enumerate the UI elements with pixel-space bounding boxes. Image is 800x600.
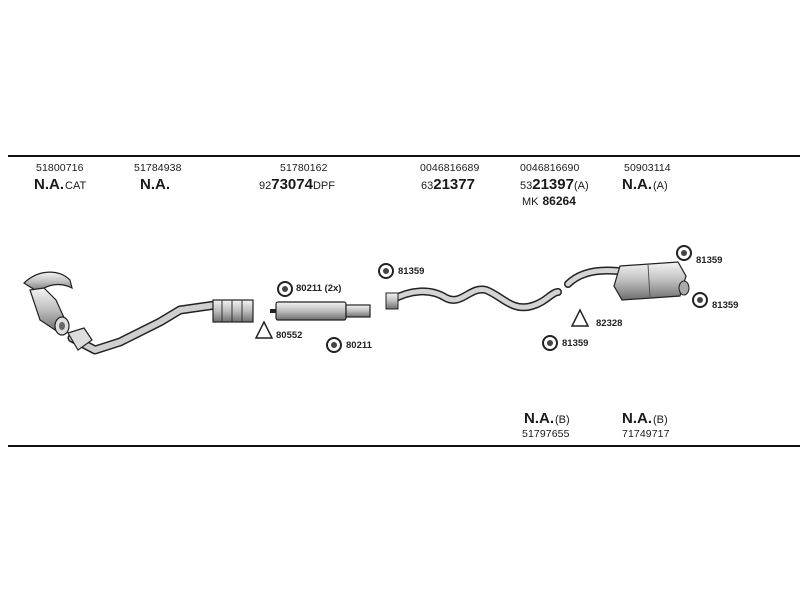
na-text: N.A. [140,176,170,193]
ref-80211: 80211 [346,340,372,351]
ref-82328: 82328 [596,318,623,329]
middle-pipe-drawing [385,285,562,312]
part-number: 21397 [532,176,574,193]
label-rear-silencer-oe: N.A.(A) [622,176,668,193]
label-rear-silencer: 5321397(A) [520,176,589,193]
part-suffix: (A) [573,180,589,192]
na-text: N.A. [34,176,64,193]
oem-number-bottom-right: 71749717 [622,428,670,440]
label-bottom-left: N.A.(B) [524,410,570,427]
na-text: N.A. [622,410,652,427]
ref-81359-mid: 81359 [398,266,425,277]
oem-number-3: 51780162 [280,162,328,174]
part-prefix: 92 [259,180,272,192]
top-rule [8,155,800,157]
label-bottom-right: N.A.(B) [622,410,668,427]
label-suffix: (B) [653,414,668,426]
ref-81359-right: 81359 [712,300,739,311]
part-number: 73074 [271,176,313,193]
label-dpf: 9273074DPF [259,176,335,193]
mk-number: 86264 [542,194,576,208]
na-text: N.A. [622,176,652,193]
label-suffix: (B) [555,414,570,426]
ref-80552: 80552 [276,330,303,341]
dpf-drawing [270,301,371,321]
label-suffix: (A) [653,180,668,192]
front-pipe-drawing [67,299,254,355]
label-catalyst: N.A.CAT [34,176,86,193]
oem-number-bottom-left: 51797655 [522,428,570,440]
oem-number-2: 51784938 [134,162,182,174]
ref-81359-lower: 81359 [562,338,589,349]
part-number: 21377 [433,176,475,193]
bottom-rule [8,445,800,447]
label-middle-pipe: 6321377 [421,176,475,193]
na-text: N.A. [524,410,554,427]
part-suffix: DPF [312,180,335,192]
label-suffix: CAT [65,180,87,192]
catalyst-drawing [23,271,73,336]
label-front-pipe: N.A. [140,176,170,193]
rear-silencer-drawing [564,261,690,301]
part-prefix: 63 [421,180,434,192]
oem-number-6: 50903114 [624,162,671,174]
oem-number-4: 0046816689 [420,162,480,174]
part-prefix: 53 [520,180,533,192]
fitting-icons [254,245,708,353]
oem-number-1: 51800716 [36,162,84,174]
mk-prefix: MK [522,196,539,208]
ref-80211-2x: 80211 (2x) [296,283,342,294]
ref-81359-right-top: 81359 [696,255,723,266]
oem-number-5: 0046816690 [520,162,580,174]
